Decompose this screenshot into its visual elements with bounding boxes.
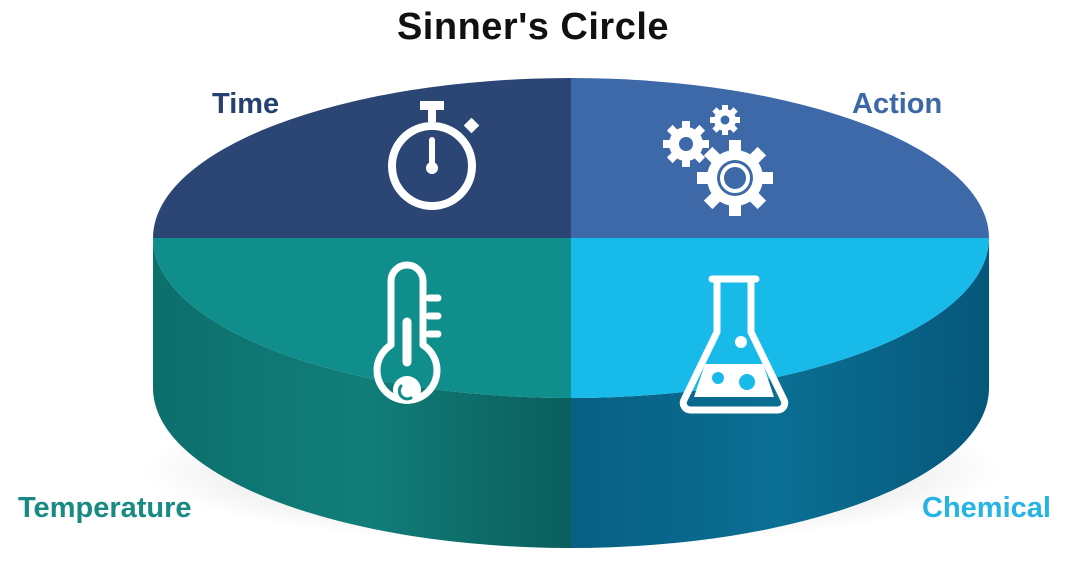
disc-side-left (153, 238, 571, 548)
thermometer-icon (373, 261, 442, 404)
quadrant-chemical (571, 238, 989, 398)
quadrant-time (153, 78, 571, 238)
label-action: Action (852, 88, 943, 120)
label-chemical: Chemical (922, 492, 1051, 524)
quadrant-action (571, 78, 989, 238)
gears-icon (663, 105, 773, 216)
label-time: Time (212, 88, 280, 120)
label-temperature: Temperature (18, 492, 192, 524)
flask-icon (679, 275, 789, 414)
diagram-title: Sinner's Circle (396, 6, 670, 48)
quadrant-temperature (153, 238, 571, 398)
